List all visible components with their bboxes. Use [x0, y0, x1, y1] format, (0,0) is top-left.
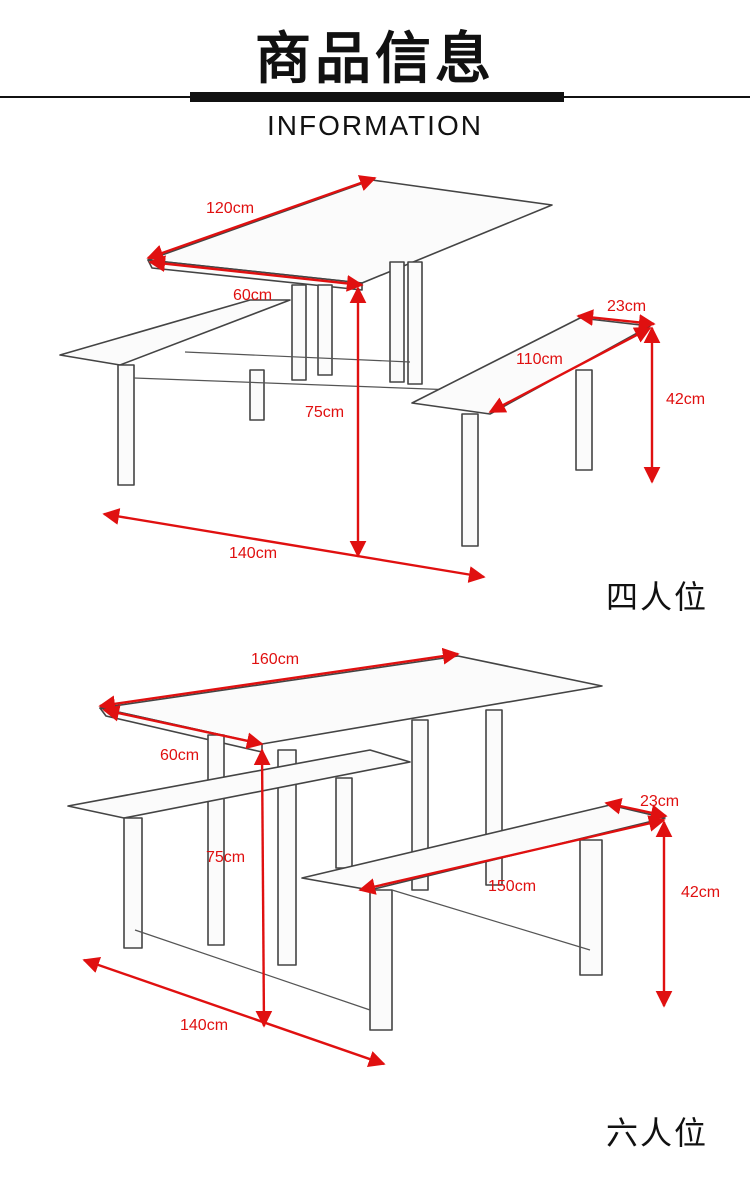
dim-label-table-width: 60cm	[233, 287, 272, 304]
dim-label-bench-width: 23cm	[640, 793, 679, 810]
dim-label-overall-length: 140cm	[229, 545, 277, 562]
bench-leg	[461, 413, 479, 547]
header: 商品信息 INFORMATION	[0, 0, 750, 150]
dim-label-bench-height: 42cm	[681, 884, 720, 901]
four-seat-diagram: 120cm 60cm 75cm 140cm 23cm 110cm 42cm	[0, 160, 750, 620]
six-seat-drawing: 160cm 60cm 75cm 140cm 23cm 150cm 42cm	[67, 647, 720, 1067]
dim-label-overall-length: 140cm	[180, 1017, 228, 1034]
dim-label-table-height: 75cm	[305, 404, 344, 421]
dim-label-table-length: 120cm	[206, 200, 254, 217]
four-seat-drawing: 120cm 60cm 75cm 140cm 23cm 110cm 42cm	[59, 175, 705, 583]
bench-leg	[369, 889, 393, 1031]
bench-leg	[249, 369, 265, 421]
dim-label-table-length: 160cm	[251, 651, 299, 668]
dim-label-table-width: 60cm	[160, 747, 199, 764]
right-bench-top	[301, 804, 666, 891]
bench-leg	[117, 364, 135, 486]
dim-label-bench-length: 150cm	[488, 878, 536, 895]
bench-leg	[575, 369, 593, 471]
dim-label-bench-width: 23cm	[607, 298, 646, 315]
dim-label-bench-length: 110cm	[516, 351, 563, 368]
page-title: 商品信息	[255, 27, 495, 92]
title-rule-accent	[190, 92, 564, 102]
bench-leg	[123, 817, 143, 949]
page-subtitle: INFORMATION	[267, 110, 483, 141]
table-leg	[389, 261, 405, 383]
table-leg	[207, 734, 225, 946]
dim-label-table-height: 75cm	[206, 849, 245, 866]
table-leg	[407, 261, 423, 385]
left-bench-top	[67, 749, 411, 819]
dim-label-bench-height: 42cm	[666, 391, 705, 408]
frame-rail	[133, 377, 456, 391]
table-leg	[291, 284, 307, 381]
frame-rail	[391, 889, 591, 951]
six-seat-caption: 六人位	[606, 1114, 709, 1152]
bench-leg	[335, 777, 353, 869]
six-seat-diagram: 160cm 60cm 75cm 140cm 23cm 150cm 42cm	[0, 640, 750, 1080]
table-leg	[317, 284, 333, 376]
left-bench-top	[59, 299, 291, 366]
four-seat-caption: 四人位	[606, 578, 709, 616]
frame-rail	[134, 929, 371, 1011]
bench-leg	[579, 839, 603, 976]
frame-rail	[184, 351, 411, 363]
